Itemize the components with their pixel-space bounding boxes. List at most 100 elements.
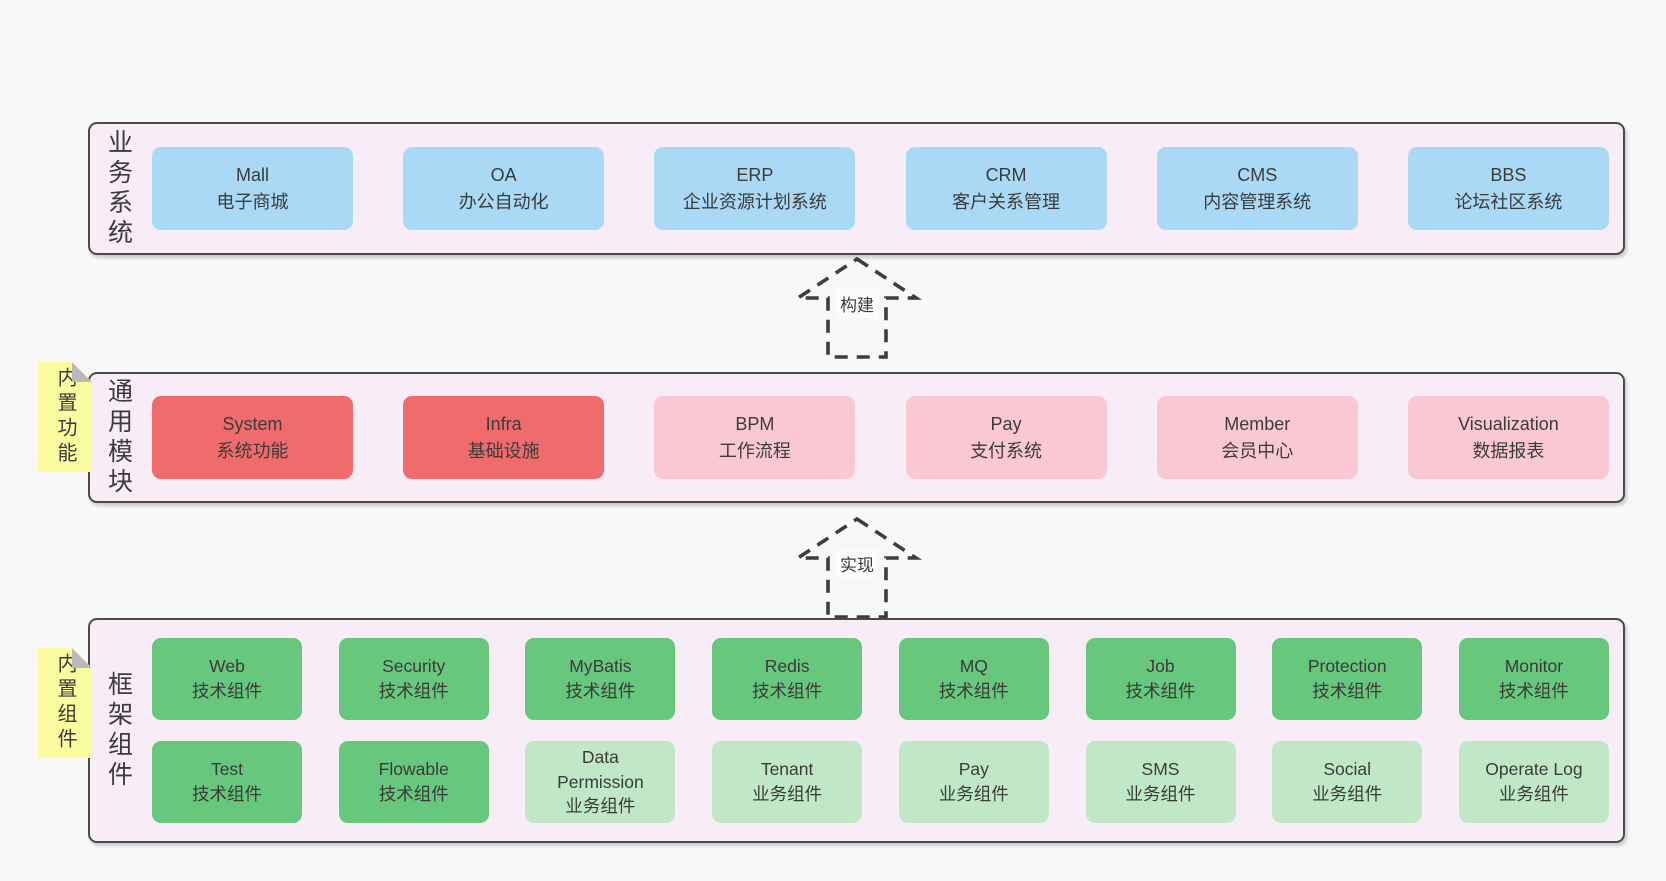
box-mybatis-subtitle: 技术组件 <box>565 681 636 701</box>
box-test-subtitle: 技术组件 <box>192 784 262 804</box>
box-pay-module-subtitle: 支付系统 <box>970 440 1043 461</box>
layer-modules-label-col: 通用模块 <box>90 374 146 501</box>
box-operate-log-title: Operate Log <box>1485 759 1583 780</box>
box-sms: SMS 业务组件 <box>1085 741 1236 823</box>
box-infra-title: Infra <box>485 413 522 434</box>
box-cms-subtitle: 内容管理系统 <box>1203 191 1312 212</box>
component-row-1: Web 技术组件 Security 技术组件 MyBatis 技术组件 Redi… <box>152 638 1609 720</box>
box-system-title: System <box>222 413 283 434</box>
box-social-subtitle: 业务组件 <box>1312 784 1383 804</box>
box-member-subtitle: 会员中心 <box>1221 440 1294 461</box>
box-job-subtitle: 技术组件 <box>1125 681 1196 701</box>
box-protection-title: Protection <box>1307 656 1387 677</box>
box-crm-title: CRM <box>985 164 1027 185</box>
box-flowable-title: Flowable <box>378 759 449 780</box>
box-social: Social 业务组件 <box>1272 741 1423 823</box>
box-tenant-subtitle: 业务组件 <box>752 784 823 804</box>
box-flowable-subtitle: 技术组件 <box>378 784 449 804</box>
sticky-note-builtin-components: 内置组件 <box>38 648 92 758</box>
box-bpm-subtitle: 工作流程 <box>718 440 791 461</box>
box-protection-subtitle: 技术组件 <box>1312 681 1383 701</box>
box-job: Job 技术组件 <box>1085 638 1236 720</box>
box-security: Security 技术组件 <box>338 638 489 720</box>
box-erp-title: ERP <box>736 164 774 185</box>
box-protection: Protection 技术组件 <box>1272 638 1423 720</box>
layer-components-label: 框架组件 <box>104 670 133 791</box>
module-boxes: System 系统功能 Infra 基础设施 BPM 工作流程 Pay 支付系统… <box>146 374 1623 501</box>
box-member-title: Member <box>1224 413 1291 434</box>
box-monitor-subtitle: 技术组件 <box>1498 681 1569 701</box>
box-mq-title: MQ <box>959 656 988 677</box>
box-bbs: BBS 论坛社区系统 <box>1407 147 1609 230</box>
sticky-note-builtin-features: 内置功能 <box>38 362 92 472</box>
box-data-permission-title: Data Permission <box>557 746 644 792</box>
box-flowable: Flowable 技术组件 <box>338 741 489 823</box>
arrow-implement-label: 实现 <box>836 549 878 578</box>
box-system-subtitle: 系统功能 <box>216 440 289 461</box>
business-boxes: Mall 电子商城 OA 办公自动化 ERP 企业资源计划系统 CRM 客户关系… <box>146 124 1623 253</box>
box-mq-subtitle: 技术组件 <box>938 681 1009 701</box>
box-mq: MQ 技术组件 <box>898 638 1049 720</box>
sticky-components-label: 内置组件 <box>54 653 76 753</box>
box-tenant-title: Tenant <box>760 759 814 780</box>
arrow-up-dashed-icon <box>792 256 922 359</box>
box-web-subtitle: 技术组件 <box>192 681 262 701</box>
box-visualization: Visualization 数据报表 <box>1407 396 1609 479</box>
box-oa-subtitle: 办公自动化 <box>458 191 549 212</box>
box-test: Test 技术组件 <box>152 741 302 823</box>
box-operate-log-subtitle: 业务组件 <box>1498 784 1569 804</box>
box-infra-subtitle: 基础设施 <box>467 440 540 461</box>
box-sms-subtitle: 业务组件 <box>1125 784 1196 804</box>
box-redis-subtitle: 技术组件 <box>752 681 823 701</box>
arrow-build-label: 构建 <box>836 289 878 318</box>
box-crm-subtitle: 客户关系管理 <box>952 191 1061 212</box>
box-web: Web 技术组件 <box>152 638 302 720</box>
box-test-title: Test <box>210 759 244 780</box>
box-mybatis: MyBatis 技术组件 <box>525 638 676 720</box>
box-mall: Mall 电子商城 <box>152 147 353 230</box>
box-system: System 系统功能 <box>152 396 353 479</box>
box-pay-component: Pay 业务组件 <box>898 741 1049 823</box>
box-oa-title: OA <box>490 164 517 185</box>
box-bbs-title: BBS <box>1490 164 1527 185</box>
layer-business-label: 业务系统 <box>104 128 133 249</box>
sticky-fold-icon <box>72 362 92 382</box>
component-row-2: Test 技术组件 Flowable 技术组件 Data Permission … <box>152 741 1609 823</box>
box-security-subtitle: 技术组件 <box>378 681 449 701</box>
box-crm: CRM 客户关系管理 <box>905 147 1107 230</box>
box-pay-module-title: Pay <box>990 413 1022 434</box>
box-pay-module: Pay 支付系统 <box>905 396 1107 479</box>
box-bpm-title: BPM <box>735 413 775 434</box>
box-pay-component-subtitle: 业务组件 <box>938 784 1009 804</box>
box-operate-log: Operate Log 业务组件 <box>1458 741 1609 823</box>
box-bpm: BPM 工作流程 <box>654 396 856 479</box>
box-social-title: Social <box>1323 759 1372 780</box>
box-erp-subtitle: 企业资源计划系统 <box>682 191 827 212</box>
box-monitor: Monitor 技术组件 <box>1458 638 1609 720</box>
box-erp: ERP 企业资源计划系统 <box>654 147 856 230</box>
box-mall-subtitle: 电子商城 <box>216 191 289 212</box>
box-monitor-title: Monitor <box>1504 656 1564 677</box>
box-pay-component-title: Pay <box>958 759 989 780</box>
box-mybatis-title: MyBatis <box>569 656 632 677</box>
arrow-up-dashed-icon <box>792 516 922 619</box>
layer-business-systems: 业务系统 Mall 电子商城 OA 办公自动化 ERP 企业资源计划系统 CRM… <box>88 122 1625 255</box>
box-data-permission: Data Permission 业务组件 <box>525 741 676 823</box>
layer-common-modules: 通用模块 System 系统功能 Infra 基础设施 BPM 工作流程 Pay… <box>88 372 1625 503</box>
layer-business-label-col: 业务系统 <box>90 124 146 253</box>
box-security-title: Security <box>382 656 446 677</box>
box-mall-title: Mall <box>235 164 269 185</box>
layer-modules-label: 通用模块 <box>104 377 133 498</box>
box-infra: Infra 基础设施 <box>403 396 605 479</box>
box-redis: Redis 技术组件 <box>712 638 863 720</box>
box-redis-title: Redis <box>764 656 810 677</box>
arrow-implement: 实现 <box>792 516 922 622</box>
box-data-permission-subtitle: 业务组件 <box>565 796 636 817</box>
box-tenant: Tenant 业务组件 <box>712 741 863 823</box>
component-rows: Web 技术组件 Security 技术组件 MyBatis 技术组件 Redi… <box>146 620 1623 841</box>
layer-components-label-col: 框架组件 <box>90 620 146 841</box>
box-sms-title: SMS <box>1141 759 1180 780</box>
box-visualization-subtitle: 数据报表 <box>1472 440 1545 461</box>
box-visualization-title: Visualization <box>1458 413 1559 434</box>
